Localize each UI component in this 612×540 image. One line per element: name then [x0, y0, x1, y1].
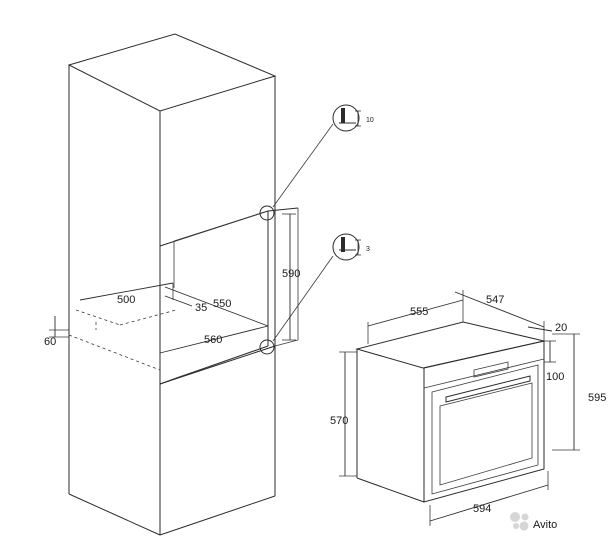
bottom-gap-label: 3 — [366, 246, 370, 253]
dim-60: 60 — [44, 336, 56, 348]
dim-500: 500 — [117, 294, 135, 306]
dim-100: 100 — [546, 371, 564, 383]
cabinet-dimensions — [49, 213, 296, 354]
dim-35: 35 — [195, 302, 207, 314]
oven-niche — [68, 207, 299, 385]
dim-555: 555 — [410, 306, 428, 318]
tall-cabinet — [67, 33, 277, 536]
detail-marker-top — [259, 205, 275, 221]
dim-594: 594 — [473, 503, 491, 515]
dim-560: 560 — [204, 334, 222, 346]
dim-595: 595 — [588, 392, 606, 404]
oven-dimensions — [339, 290, 580, 526]
detail-callout-top: 10 — [332, 104, 374, 132]
detail-callout-bottom: 3 — [332, 233, 370, 261]
avito-watermark: Avito — [510, 512, 557, 531]
oven — [355, 321, 545, 503]
watermark-text: Avito — [533, 519, 557, 531]
dim-590: 590 — [282, 268, 300, 280]
dim-20: 20 — [555, 322, 567, 334]
detail-marker-bottom — [259, 339, 275, 355]
dim-550: 550 — [213, 298, 231, 310]
dim-570: 570 — [330, 415, 348, 427]
dim-547: 547 — [486, 294, 504, 306]
top-gap-label: 10 — [366, 117, 374, 124]
